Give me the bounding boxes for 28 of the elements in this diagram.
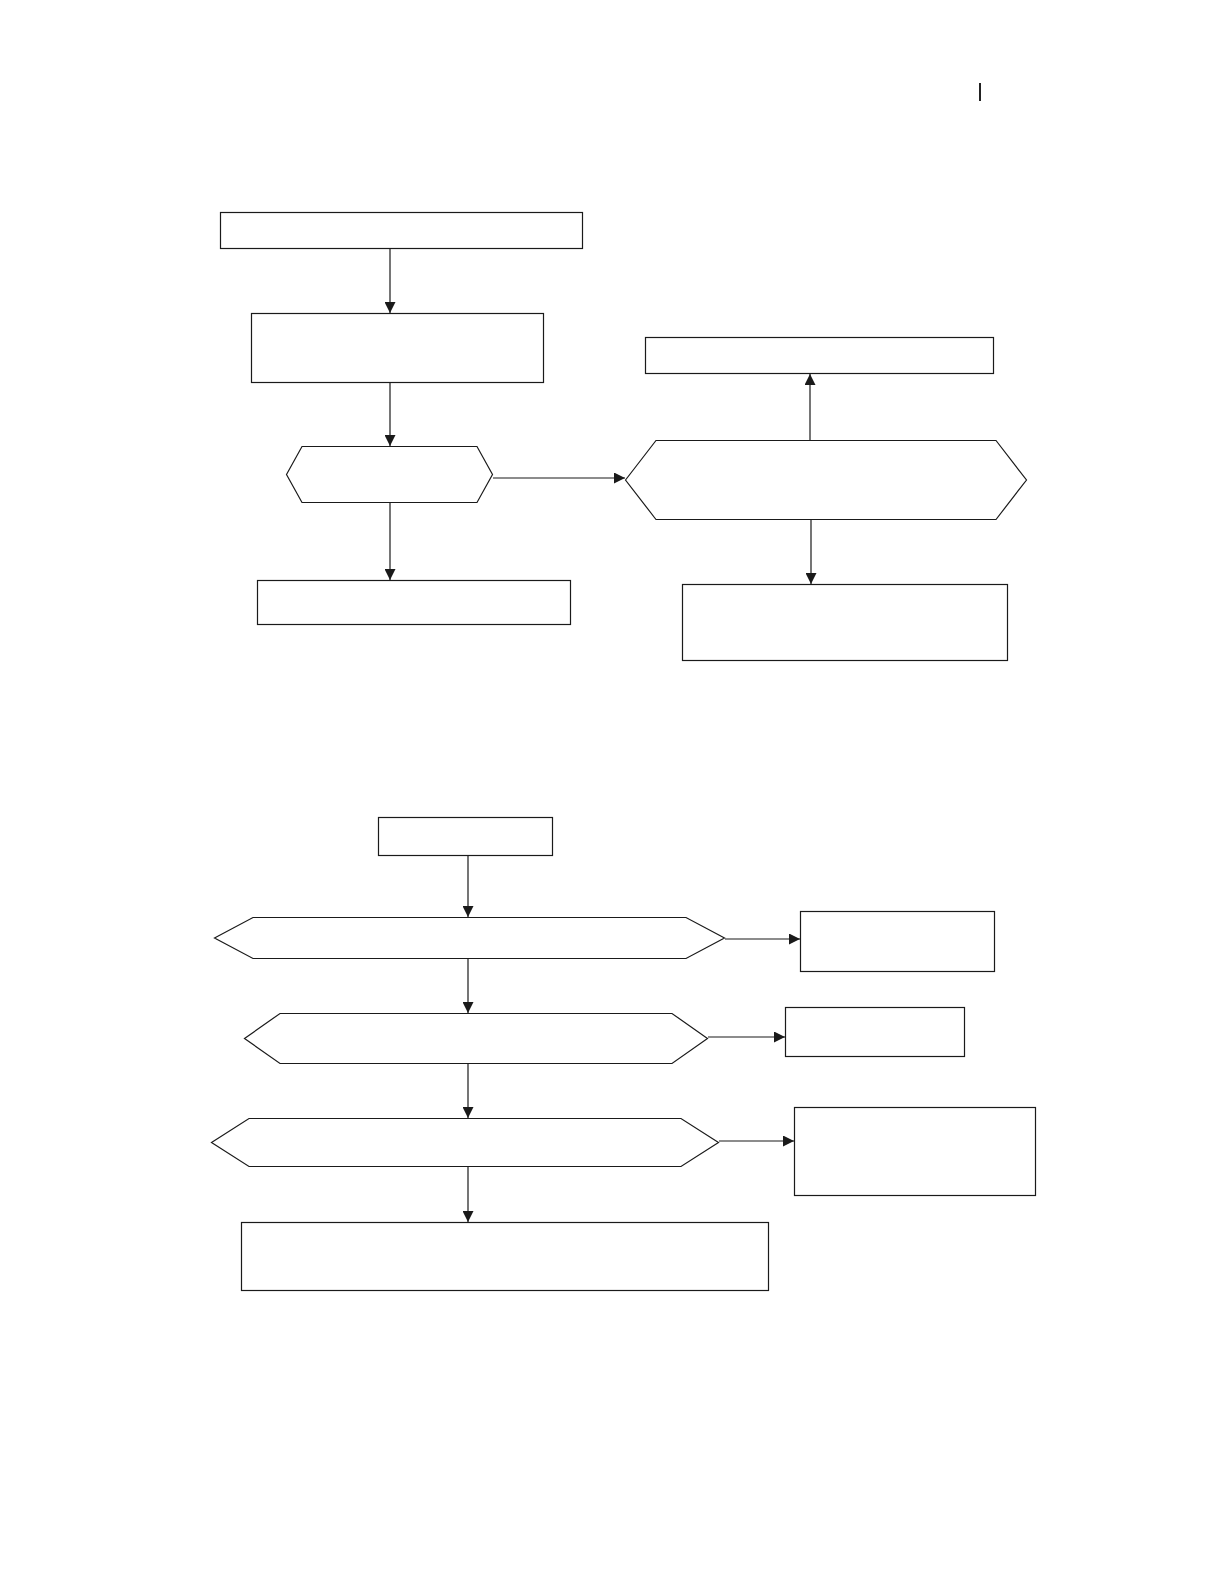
arrow xyxy=(462,1166,474,1223)
arrow xyxy=(462,855,474,918)
decision-hexagon xyxy=(214,917,725,959)
arrow xyxy=(384,248,396,314)
process-box xyxy=(682,584,1008,661)
arrow xyxy=(462,958,474,1014)
process-box xyxy=(241,1222,769,1291)
process-box xyxy=(378,817,553,856)
process-box xyxy=(257,580,571,625)
arrow xyxy=(492,472,626,484)
process-box xyxy=(794,1107,1036,1196)
arrow xyxy=(462,1063,474,1119)
decision-hexagon xyxy=(625,440,1027,520)
arrow xyxy=(718,1135,795,1147)
process-box xyxy=(220,212,583,249)
arrow xyxy=(384,502,396,581)
decision-hexagon xyxy=(286,446,493,503)
process-box xyxy=(645,337,994,374)
arrow xyxy=(384,382,396,447)
arrow xyxy=(707,1031,786,1043)
process-box xyxy=(251,313,544,383)
arrow xyxy=(804,373,816,441)
arrow xyxy=(724,933,801,945)
decision-hexagon xyxy=(211,1118,719,1167)
arrow xyxy=(805,519,817,585)
process-box xyxy=(785,1007,965,1057)
decision-hexagon xyxy=(244,1013,708,1064)
process-box xyxy=(800,911,995,972)
